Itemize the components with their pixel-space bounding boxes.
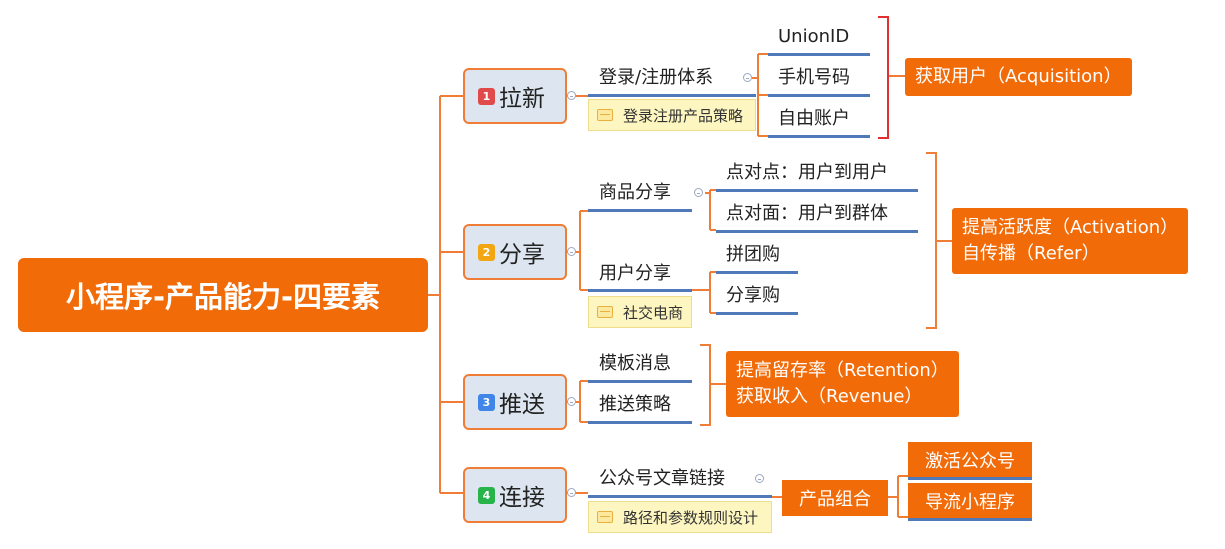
- pillar-label: 连接: [499, 485, 545, 511]
- collapse-toggle-icon[interactable]: [755, 474, 764, 483]
- pillar-label: 分享: [499, 242, 545, 268]
- priority-2-icon: 2: [478, 243, 495, 261]
- topic-underline: [588, 421, 692, 424]
- topic-underline: [588, 209, 692, 212]
- note-icon: [597, 511, 613, 523]
- leaf-share-buy[interactable]: 分享购: [726, 285, 780, 306]
- topic-product-share[interactable]: 商品分享: [599, 182, 671, 203]
- topic-template-message[interactable]: 模板消息: [599, 353, 671, 374]
- leaf-underline: [768, 53, 870, 56]
- topic-push-strategy[interactable]: 推送策略: [599, 394, 671, 415]
- leaf-activate-account[interactable]: 激活公众号: [908, 442, 1032, 478]
- leaf-p2p-share[interactable]: 点对点：用户到用户: [726, 162, 888, 183]
- leaf-unionid[interactable]: UnionID: [778, 26, 850, 47]
- collapse-toggle-icon[interactable]: [694, 188, 703, 197]
- topic-user-share[interactable]: 用户分享: [599, 263, 671, 284]
- pillar-push[interactable]: 3 推送: [463, 374, 567, 430]
- pillar-label: 推送: [499, 392, 545, 418]
- pillar-acquisition[interactable]: 1 拉新: [463, 68, 567, 124]
- leaf-divert-miniprogram[interactable]: 导流小程序: [908, 483, 1032, 519]
- topic-underline: [588, 94, 756, 97]
- root-topic[interactable]: 小程序-产品能力-四要素: [18, 258, 428, 332]
- leaf-group-buy[interactable]: 拼团购: [726, 244, 780, 265]
- topic-underline: [588, 495, 772, 498]
- collapse-toggle-icon[interactable]: [567, 488, 576, 497]
- leaf-underline: [716, 271, 798, 274]
- leaf-underline: [908, 477, 1032, 480]
- topic-login-system[interactable]: 登录/注册体系: [599, 67, 714, 88]
- pillar-connect[interactable]: 4 连接: [463, 467, 567, 523]
- pillar-share[interactable]: 2 分享: [463, 224, 567, 280]
- summary-activation[interactable]: 提高活跃度（Activation） 自传播（Refer）: [952, 208, 1189, 274]
- leaf-underline: [716, 189, 918, 192]
- note-icon: [597, 109, 613, 121]
- note-path-params[interactable]: 路径和参数规则设计: [588, 501, 772, 533]
- leaf-free-account[interactable]: 自由账户: [778, 108, 850, 129]
- priority-4-icon: 4: [478, 486, 495, 504]
- collapse-toggle-icon[interactable]: [567, 91, 576, 100]
- summary-retention[interactable]: 提高留存率（Retention） 获取收入（Revenue）: [726, 351, 959, 417]
- collapse-toggle-icon[interactable]: [567, 247, 576, 256]
- topic-underline: [588, 380, 692, 383]
- priority-3-icon: 3: [478, 393, 495, 411]
- product-combo-node[interactable]: 产品组合: [782, 480, 888, 516]
- leaf-underline: [768, 94, 870, 97]
- leaf-phone-number[interactable]: 手机号码: [778, 67, 850, 88]
- leaf-underline: [908, 518, 1032, 521]
- leaf-group-share[interactable]: 点对面：用户到群体: [726, 203, 888, 224]
- topic-article-link[interactable]: 公众号文章链接: [599, 468, 725, 489]
- summary-acquisition[interactable]: 获取用户（Acquisition）: [905, 58, 1132, 96]
- leaf-underline: [768, 135, 870, 138]
- note-login-strategy[interactable]: 登录注册产品策略: [588, 99, 756, 131]
- priority-1-icon: 1: [478, 87, 495, 105]
- note-social-ecommerce[interactable]: 社交电商: [588, 296, 692, 328]
- pillar-label: 拉新: [499, 86, 545, 112]
- collapse-toggle-icon[interactable]: [567, 397, 576, 406]
- leaf-underline: [716, 312, 798, 315]
- collapse-toggle-icon[interactable]: [743, 73, 752, 82]
- leaf-underline: [716, 230, 918, 233]
- note-icon: [597, 306, 613, 318]
- topic-underline: [588, 289, 692, 292]
